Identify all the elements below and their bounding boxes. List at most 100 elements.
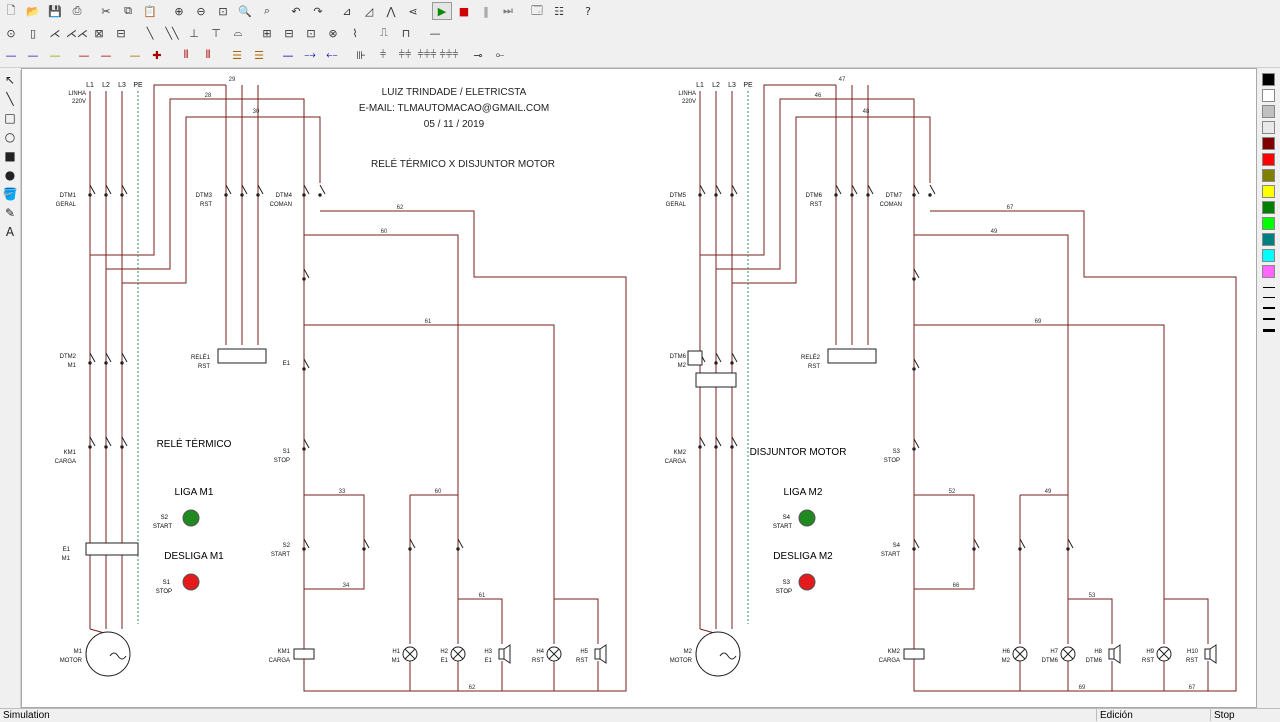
select-arrow-icon[interactable]: ↖ [4,73,16,87]
stop-m2-tag: S3 [783,580,791,586]
connector-out-icon[interactable]: ⟜ [495,48,505,61]
rotate-right-icon[interactable]: ◿ [364,4,374,18]
line-width-option-1[interactable] [1263,297,1275,298]
zoom-out-icon[interactable]: ⊖ [196,4,206,18]
text-tool-icon[interactable]: A [5,225,15,239]
breaker-icon[interactable]: ⊠ [94,26,104,40]
arrow-right-icon[interactable]: ⤍ [304,48,316,61]
color-swatch-12[interactable] [1262,265,1275,278]
connector-in-icon[interactable]: ⊸ [473,48,483,62]
align-left-icon[interactable]: ⫴ [183,48,189,61]
wire-icon[interactable]: — [429,26,441,40]
simulation-stop-icon[interactable]: ■ [458,4,470,18]
copy-icon[interactable]: ⧉ [124,4,132,17]
line-style-thin-icon[interactable]: — [78,48,90,62]
zoom-in-icon[interactable]: ⊕ [174,4,184,18]
color-swatch-1[interactable] [1262,89,1275,102]
line-style-bold-icon[interactable]: — [129,48,141,62]
line-width-option-3[interactable] [1263,318,1275,320]
color-swatch-9[interactable] [1262,217,1275,230]
line-style-blue-icon[interactable]: — [27,48,39,62]
mirror-vertical-icon[interactable]: ⋀ [386,4,396,18]
print-icon[interactable]: ⎙ [72,4,82,17]
arrow-left-icon[interactable]: — [282,48,294,62]
start-m2-green-button[interactable] [798,509,816,527]
open-folder-icon[interactable]: 📂 [26,4,40,18]
timer-icon[interactable]: ⊟ [116,26,126,40]
selector-icon[interactable]: ⎍ [380,26,388,39]
thermal-icon[interactable]: ⌇ [352,26,358,40]
coil-icon[interactable]: ⌓ [233,26,243,39]
stop-m1-red-button[interactable] [182,573,200,591]
switch-double-icon[interactable]: ╲╲ [165,26,179,40]
filled-ellipse-tool-icon[interactable]: ● [4,168,16,182]
motor-icon[interactable]: ⊗ [328,26,338,40]
terminal-5-icon[interactable]: ⫩⫩⫩ [439,48,459,61]
terminal-2-icon[interactable]: ⫩ [379,48,387,61]
lamp-icon[interactable]: ⊙ [6,26,16,40]
undo-icon[interactable]: ↶ [291,4,301,18]
relay-icon[interactable]: ⊞ [262,26,272,40]
mirror-horizontal-icon[interactable]: ⋖ [408,4,418,18]
fill-bucket-icon[interactable]: 🪣 [2,187,18,201]
color-swatch-5[interactable] [1262,153,1275,166]
lamp-contact-2 [457,538,464,549]
color-swatch-6[interactable] [1262,169,1275,182]
color-swatch-10[interactable] [1262,233,1275,246]
line-style-dash-icon[interactable]: — [100,48,112,62]
properties-icon[interactable]: ☷ [554,4,564,18]
junction-icon[interactable]: ✚ [152,48,162,62]
pushbutton-nc-icon[interactable]: ⊤ [211,26,221,40]
zoom-previous-icon[interactable]: ⌕ [263,4,271,17]
fuse-icon[interactable]: ▯ [29,26,37,40]
arrow-both-icon[interactable]: ⤌ [326,48,338,61]
simulation-step-icon[interactable]: ⏭ [503,4,513,17]
window-icon[interactable]: 🗔 [531,3,543,17]
contact-triple-icon[interactable]: ⋌⋌ [66,26,88,40]
terminal-1-icon[interactable]: ⊪ [356,48,366,62]
stop-m2-red-button[interactable] [798,573,816,591]
start-m1-green-button[interactable] [182,509,200,527]
pushbutton-icon[interactable]: ⊥ [189,26,199,40]
lamp-sub-1: M2 [1002,658,1011,664]
distribute-v-icon[interactable]: ☰ [254,48,264,62]
color-swatch-7[interactable] [1262,185,1275,198]
new-file-icon[interactable]: 🗋 [6,3,16,17]
line-width-option-2[interactable] [1263,307,1275,309]
terminal-4-icon[interactable]: ⫩⫩⫩ [417,48,437,61]
distribute-h-icon[interactable]: ☰ [232,48,242,62]
ellipse-tool-icon[interactable]: ○ [4,130,16,144]
simulation-play-icon[interactable]: ▶ [432,2,452,20]
line-width-option-4[interactable] [1263,329,1275,332]
line-style-red-icon[interactable]: — [5,48,17,62]
zoom-window-icon[interactable]: 🔍 [238,4,252,18]
line-width-option-0[interactable] [1263,287,1275,288]
simulation-pause-icon[interactable]: ‖ [483,4,489,18]
color-swatch-11[interactable] [1262,249,1275,262]
redo-icon[interactable]: ↷ [313,4,323,18]
save-icon[interactable]: 💾 [48,4,62,18]
pencil-tool-icon[interactable]: ✎ [4,206,16,220]
color-swatch-4[interactable] [1262,137,1275,150]
cut-icon[interactable]: ✂ [101,4,111,18]
switch-icon[interactable]: ╲ [146,26,154,40]
help-icon[interactable]: ? [585,4,591,18]
color-swatch-8[interactable] [1262,201,1275,214]
zoom-fit-icon[interactable]: ⊡ [218,4,228,18]
relay-no-icon[interactable]: ⊡ [306,26,316,40]
buzzer-icon[interactable]: ⊓ [401,26,411,40]
contact-no-icon[interactable]: ⋌ [49,26,61,40]
rotate-left-icon[interactable]: ⊿ [342,4,352,18]
filled-rectangle-tool-icon[interactable]: ■ [4,149,16,163]
rectangle-tool-icon[interactable]: □ [4,111,16,125]
line-tool-icon[interactable]: ╲ [6,92,14,106]
color-swatch-0[interactable] [1262,73,1275,86]
color-swatch-2[interactable] [1262,105,1275,118]
relay-nc-icon[interactable]: ⊟ [284,26,294,40]
terminal-3-icon[interactable]: ⫩⫩ [398,48,412,61]
align-right-icon[interactable]: ⫴ [205,48,211,61]
color-swatch-3[interactable] [1262,121,1275,134]
line-style-green-icon[interactable]: — [49,48,61,62]
paste-icon[interactable]: 📋 [143,4,157,18]
